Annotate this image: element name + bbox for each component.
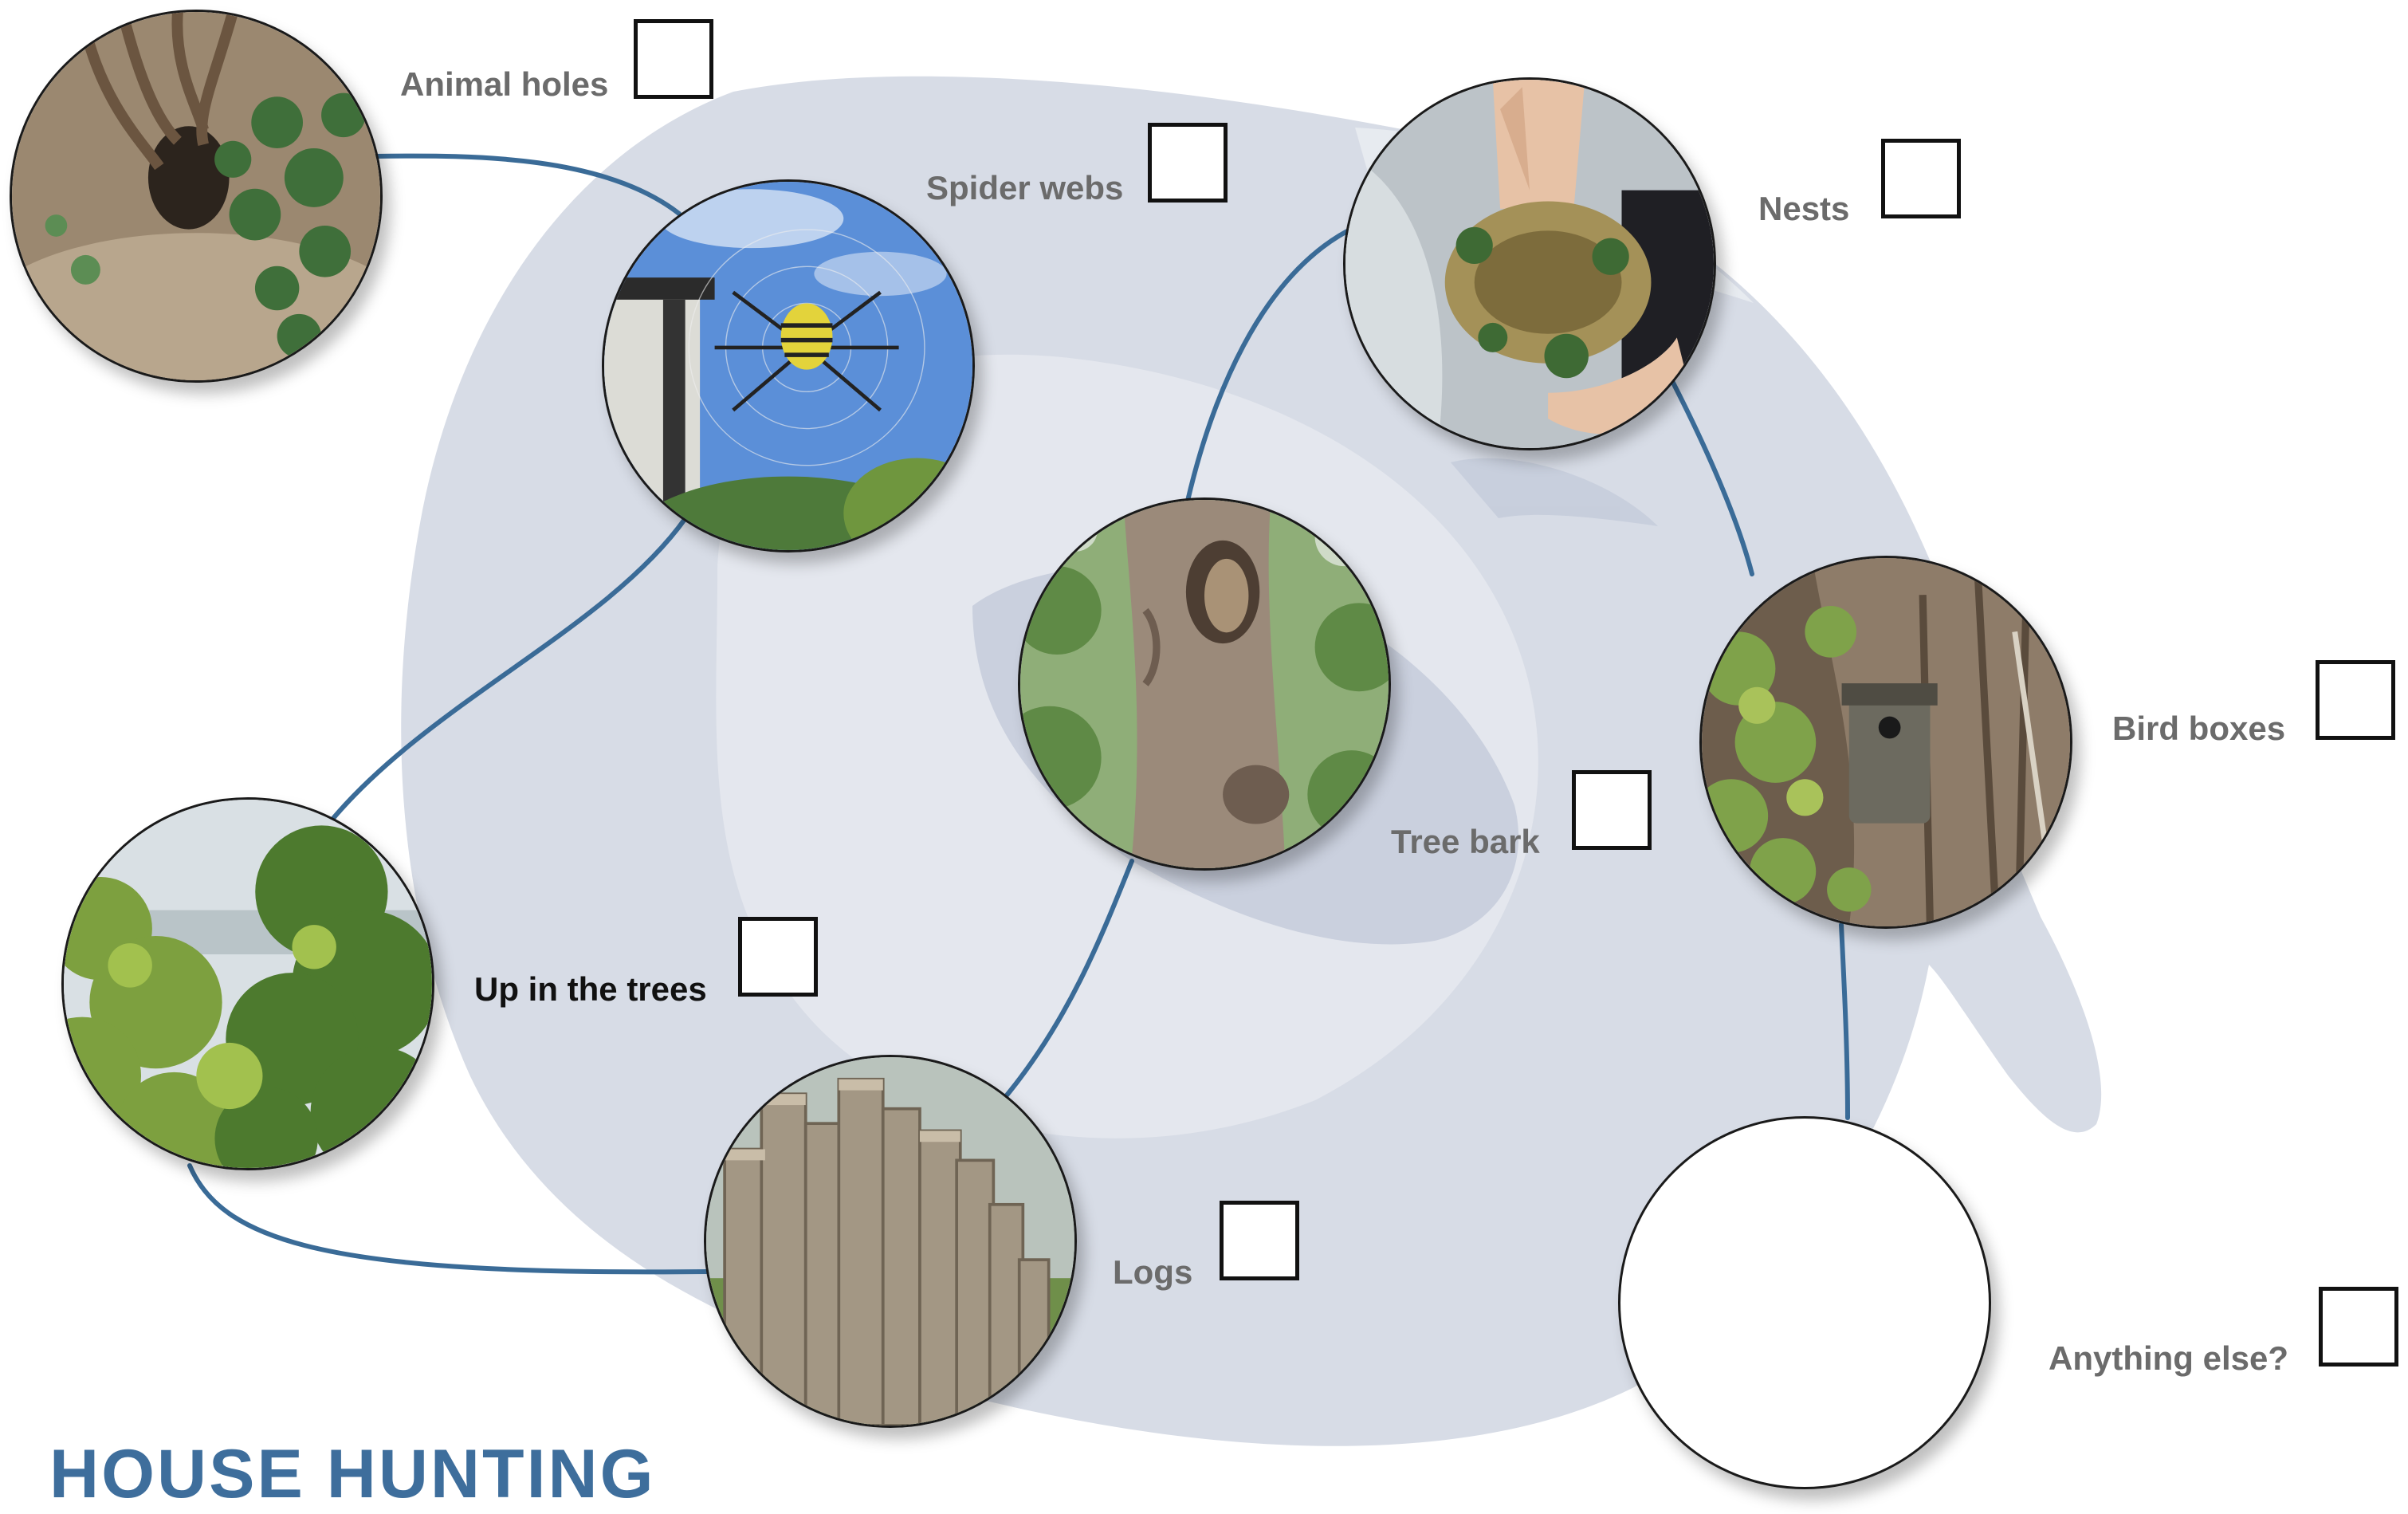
connector-spider-webs-up-in-the-trees bbox=[328, 516, 688, 824]
nests-label: Nests bbox=[1758, 190, 1850, 227]
connector-tree-bark-nests bbox=[1185, 229, 1349, 503]
tree-bark-label: Tree bark bbox=[1391, 823, 1540, 860]
anything-else-label: Anything else? bbox=[2049, 1339, 2289, 1377]
logs-checkbox[interactable] bbox=[1220, 1201, 1299, 1280]
bird-boxes-checkbox[interactable] bbox=[2316, 660, 2395, 740]
bird-boxes-photo bbox=[1699, 556, 2072, 929]
tree-bark-photo bbox=[1018, 497, 1391, 871]
up-in-the-trees-checkbox[interactable] bbox=[738, 917, 818, 997]
connector-up-in-the-trees-logs bbox=[187, 1163, 710, 1275]
spider-webs-photo bbox=[602, 179, 975, 553]
animal-holes-checkbox[interactable] bbox=[634, 19, 713, 99]
nests-checkbox[interactable] bbox=[1881, 139, 1961, 218]
page-title: HOUSE HUNTING bbox=[49, 1436, 656, 1512]
logs-photo bbox=[704, 1055, 1077, 1428]
connector-bird-boxes-anything-else bbox=[1839, 922, 1850, 1120]
tree-bark-checkbox[interactable] bbox=[1572, 770, 1652, 850]
nests-photo bbox=[1343, 77, 1716, 450]
up-in-the-trees-label: Up in the trees bbox=[474, 970, 707, 1008]
logs-label: Logs bbox=[1113, 1253, 1193, 1291]
bird-boxes-label: Bird boxes bbox=[2112, 710, 2286, 747]
spider-webs-checkbox[interactable] bbox=[1148, 123, 1228, 203]
animal-holes-photo bbox=[10, 10, 383, 383]
up-in-the-trees-photo bbox=[61, 797, 434, 1170]
spider-webs-label: Spider webs bbox=[926, 169, 1124, 206]
animal-holes-label: Animal holes bbox=[400, 65, 609, 103]
anything-else-checkbox[interactable] bbox=[2319, 1287, 2398, 1367]
anything-else-blank-circle[interactable] bbox=[1618, 1116, 1991, 1489]
